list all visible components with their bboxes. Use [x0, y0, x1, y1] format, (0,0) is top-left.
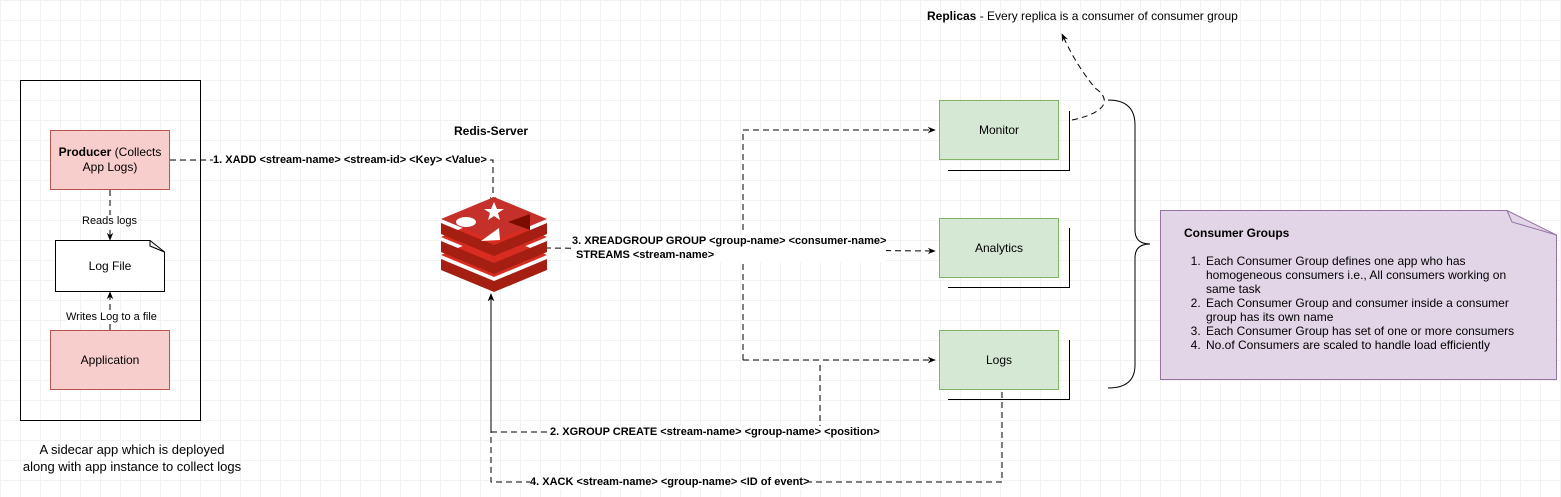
xgroup-label: 2. XGROUP CREATE <stream-name> <group-na… — [550, 426, 880, 439]
producer-box[interactable]: Producer (Collects App Logs) — [50, 130, 170, 190]
log-file-shape[interactable]: Log File — [55, 240, 165, 292]
logs-box[interactable]: Logs — [939, 330, 1059, 390]
xack-arrow — [487, 293, 1003, 483]
xreadgroup-arrow-monitor — [742, 126, 936, 360]
sidecar-container — [20, 80, 201, 421]
xreadgroup-label: 3. XREADGROUP GROUP <group-name> <consum… — [572, 234, 887, 262]
sidecar-caption: A sidecar app which is deployed along wi… — [2, 441, 262, 475]
note-shape — [1160, 210, 1557, 380]
xreadgroup-label-line1: 3. XREADGROUP GROUP <group-name> <consum… — [572, 235, 887, 247]
xreadgroup-label-line2: STREAMS <stream-name> — [576, 249, 715, 261]
note-item: No.of Consumers are scaled to handle loa… — [1204, 338, 1537, 352]
note-body: Consumer Groups Each Consumer Group defi… — [1160, 210, 1557, 380]
consumer-groups-note[interactable]: Consumer Groups Each Consumer Group defi… — [1160, 210, 1557, 380]
producer-label-rest: (Collects App Logs) — [82, 145, 162, 174]
consumers-brace — [1107, 99, 1151, 389]
note-list: Each Consumer Group defines one app who … — [1184, 254, 1537, 352]
note-item: Each Consumer Group has set of one or mo… — [1204, 324, 1537, 338]
analytics-stack-edge — [948, 228, 1070, 288]
log-file-outline — [55, 240, 165, 292]
monitor-box[interactable]: Monitor — [939, 100, 1059, 160]
replicas-arrow — [1061, 33, 1105, 121]
reads-logs-label: Reads logs — [82, 215, 138, 228]
xack-label: 4. XACK <stream-name> <group-name> <ID o… — [530, 476, 810, 489]
producer-label-bold: Producer — [58, 145, 112, 159]
writes-log-label: Writes Log to a file — [66, 311, 157, 324]
application-box[interactable]: Application — [50, 330, 170, 390]
redis-logo-icon — [441, 197, 547, 292]
note-title: Consumer Groups — [1184, 226, 1290, 240]
redis-server-title: Redis-Server — [454, 124, 529, 138]
replicas-label-rest: - Every replica is a consumer of consume… — [976, 9, 1238, 23]
analytics-box[interactable]: Analytics — [939, 218, 1059, 278]
replicas-label-bold: Replicas — [927, 9, 977, 23]
log-file-label: Log File — [88, 259, 132, 273]
monitor-stack-edge — [948, 111, 1070, 171]
xadd-arrow — [170, 159, 497, 205]
sidecar-caption-line2: along with app instance to collect logs — [22, 459, 242, 474]
replicas-label: Replicas - Every replica is a consumer o… — [927, 9, 1238, 23]
logs-stack-edge — [948, 340, 1070, 400]
xadd-label: 1. XADD <stream-name> <stream-id> <Key> … — [213, 154, 487, 167]
sidecar-caption-line1: A sidecar app which is deployed — [39, 442, 225, 457]
note-item: Each Consumer Group defines one app who … — [1204, 254, 1537, 296]
producer-label: Producer (Collects App Logs) — [51, 145, 169, 175]
xgroup-arrow — [487, 293, 821, 433]
note-item: Each Consumer Group and consumer inside … — [1204, 296, 1537, 324]
